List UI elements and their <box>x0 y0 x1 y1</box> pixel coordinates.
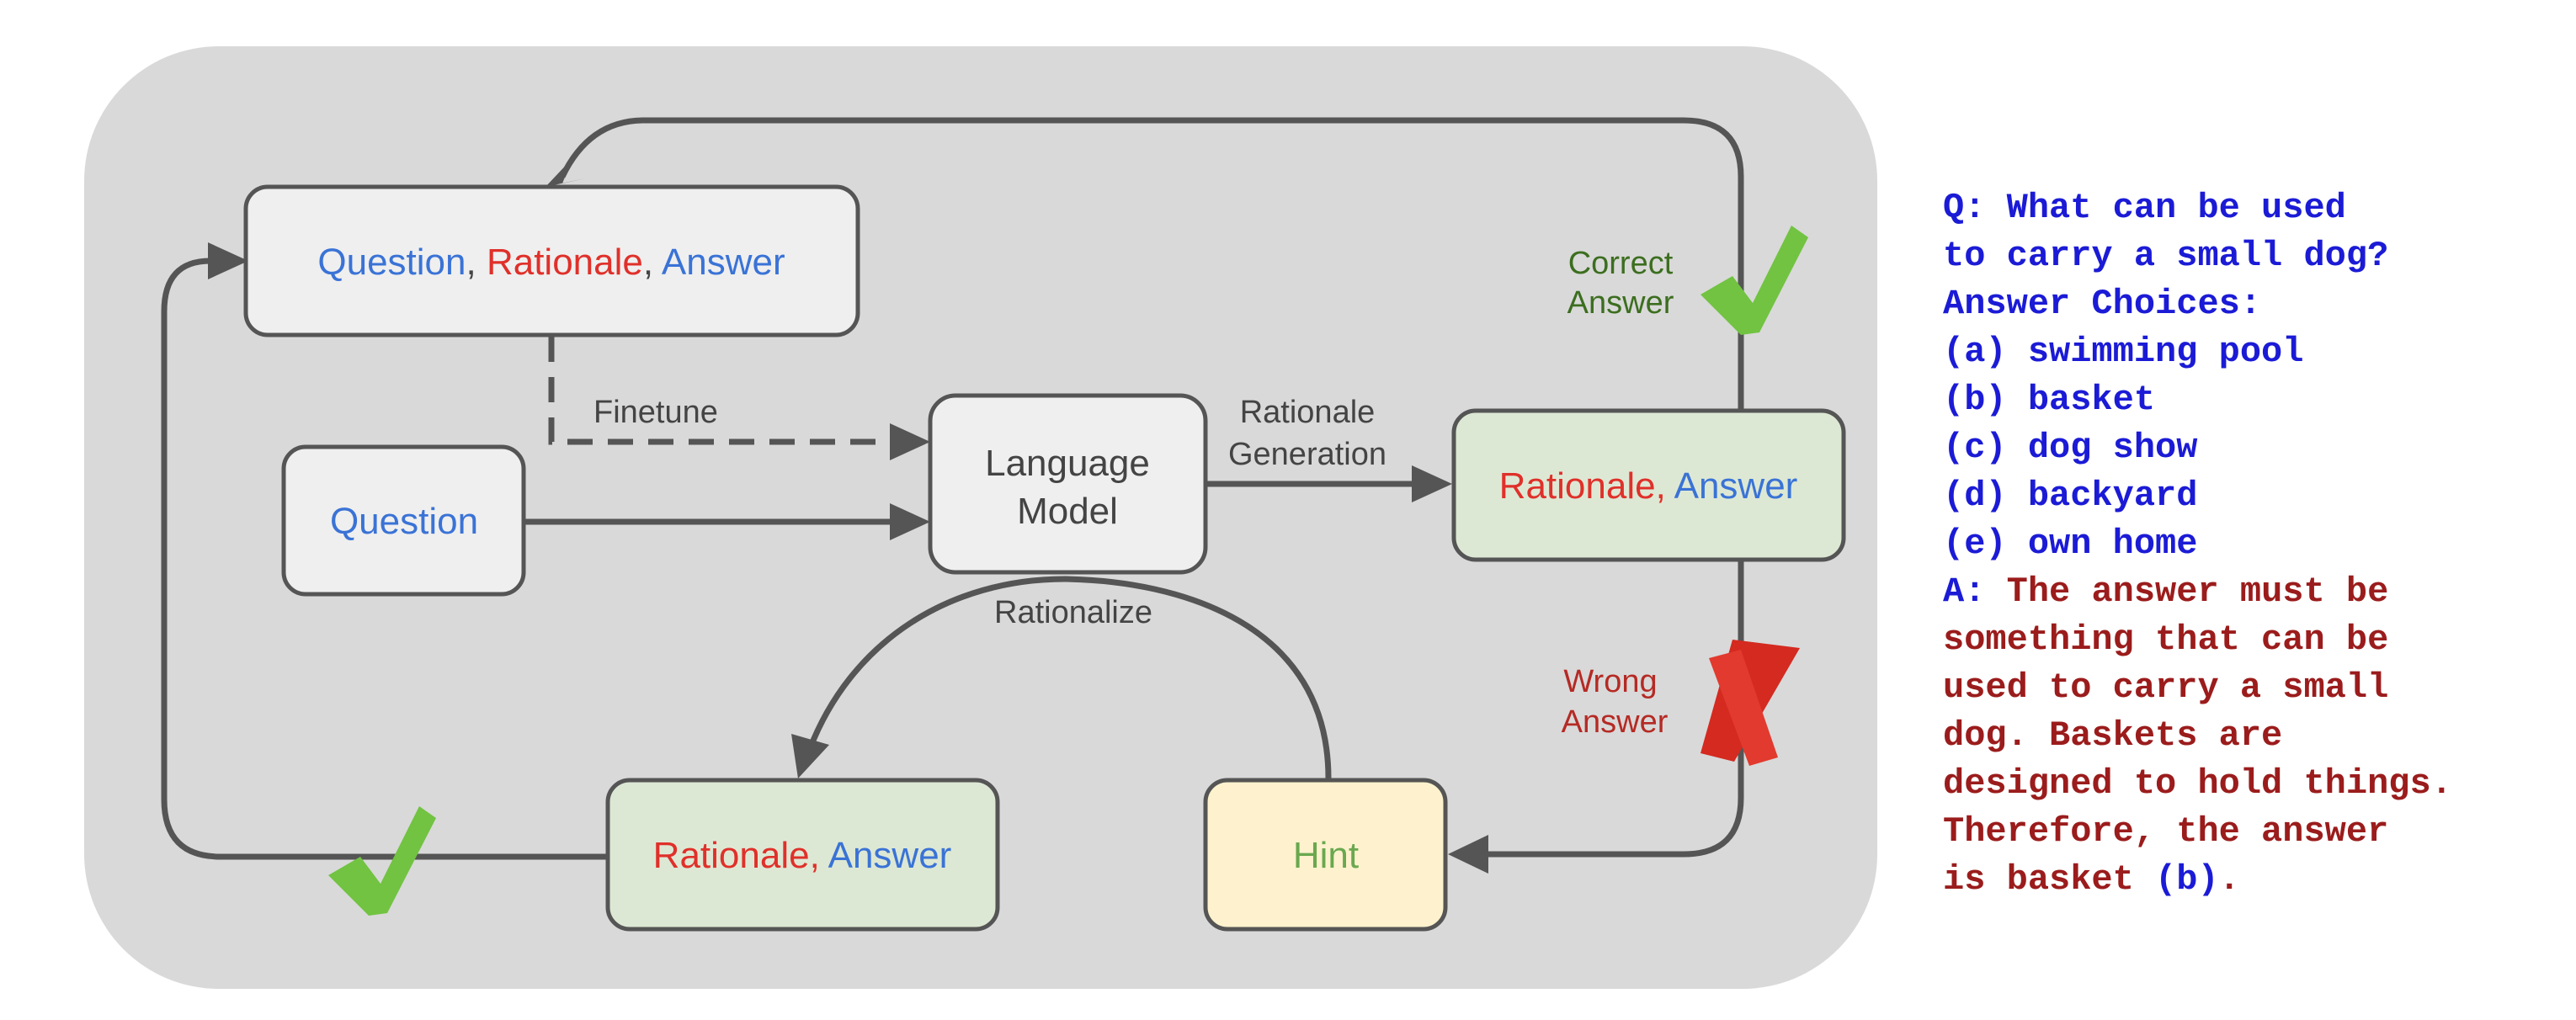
example-choice-c: (c) dog show <box>1943 428 2197 468</box>
node-rationale-answer-rationalized <box>605 778 1000 932</box>
label-rationale-generation-line2: Generation <box>1228 437 1386 472</box>
edge-bottom-loop <box>161 258 608 860</box>
bottom-rationale-text: Rationale, <box>653 835 820 876</box>
example-answer-choice: (b) <box>2155 859 2219 900</box>
right-answer-text: Answer <box>1674 465 1798 507</box>
edge-correct-loop-arrowhead <box>546 158 585 187</box>
example-answer-line: used to carry a small <box>1943 667 2388 708</box>
example-answer-last-line: is basket (b). <box>1943 859 2240 900</box>
example-answer-line: something that can be <box>1943 619 2388 660</box>
example-question-line: to carry a small dog? <box>1943 236 2388 276</box>
checkmark-icon <box>1700 226 1808 335</box>
node-language-model <box>928 393 1208 575</box>
edge-finetune-arrowhead <box>890 423 930 460</box>
label-correct-answer-line2: Answer <box>1567 285 1674 321</box>
example-choice-a: (a) swimming pool <box>1943 332 2303 372</box>
qra-question-text: Question <box>317 242 466 283</box>
qra-separator-1: , <box>466 242 487 283</box>
example-answer-line: Therefore, the answer <box>1943 811 2388 852</box>
label-wrong-answer-line1: Wrong <box>1563 664 1657 699</box>
edge-question-to-lm-arrowhead <box>890 503 930 540</box>
qra-rationale-text: Rationale <box>487 242 643 283</box>
cross-icon <box>1700 640 1800 766</box>
label-finetune: Finetune <box>593 395 718 430</box>
right-rationale-text: Rationale, <box>1499 465 1666 507</box>
qra-answer-text: Answer <box>662 242 785 283</box>
node-rationale-answer-generated-label: Rationale, Answer <box>1499 465 1798 507</box>
node-language-model-line2: Model <box>1017 491 1118 532</box>
example-answer-line-1: A: The answer must be <box>1943 571 2388 612</box>
edge-rationale-generation-arrowhead <box>1412 465 1452 502</box>
node-qra-label: Question, Rationale, Answer <box>317 242 785 283</box>
example-answer-prefix: A: <box>1943 571 1985 612</box>
example-question-line: Answer Choices: <box>1943 284 2261 324</box>
node-question-rationale-answer <box>243 184 860 337</box>
edge-wrong-to-hint <box>1482 560 1744 858</box>
node-question-label: Question <box>330 501 478 542</box>
label-correct-answer-line1: Correct <box>1568 246 1674 281</box>
node-hint-label: Hint <box>1293 835 1359 876</box>
edge-rationalize <box>805 576 1332 779</box>
edge-bottom-loop-arrowhead <box>208 242 248 279</box>
node-hint <box>1203 778 1448 932</box>
example-answer-last-end: . <box>2219 859 2240 900</box>
example-answer-line: designed to hold things. <box>1943 763 2452 804</box>
example-qa: Q: What can be used to carry a small dog… <box>1943 188 2452 900</box>
node-question <box>281 444 526 597</box>
example-answer-rest: The answer must be <box>1985 571 2388 612</box>
bottom-answer-text: Answer <box>828 835 952 876</box>
edge-correct-loop <box>559 117 1744 412</box>
edge-wrong-to-hint-arrowhead <box>1448 835 1488 874</box>
example-answer-last-start: is basket <box>1943 859 2155 900</box>
example-choice-e: (e) own home <box>1943 523 2197 564</box>
example-question-line: Q: What can be used <box>1943 188 2346 228</box>
example-choice-d: (d) backyard <box>1943 475 2197 516</box>
label-rationalize: Rationalize <box>994 595 1152 630</box>
edge-rationalize-arrowhead <box>791 734 829 778</box>
checkmark-icon <box>328 806 436 916</box>
label-wrong-answer-line2: Answer <box>1562 704 1669 740</box>
node-rationale-answer-rationalized-label: Rationale, Answer <box>653 835 952 876</box>
qra-separator-2: , <box>643 242 662 283</box>
node-rationale-answer-generated <box>1451 408 1846 562</box>
example-answer-line: dog. Baskets are <box>1943 715 2282 756</box>
edge-finetune <box>548 337 892 445</box>
example-choice-b: (b) basket <box>1943 380 2155 420</box>
label-rationale-generation-line1: Rationale <box>1240 395 1376 430</box>
node-language-model-line1: Language <box>985 443 1150 484</box>
